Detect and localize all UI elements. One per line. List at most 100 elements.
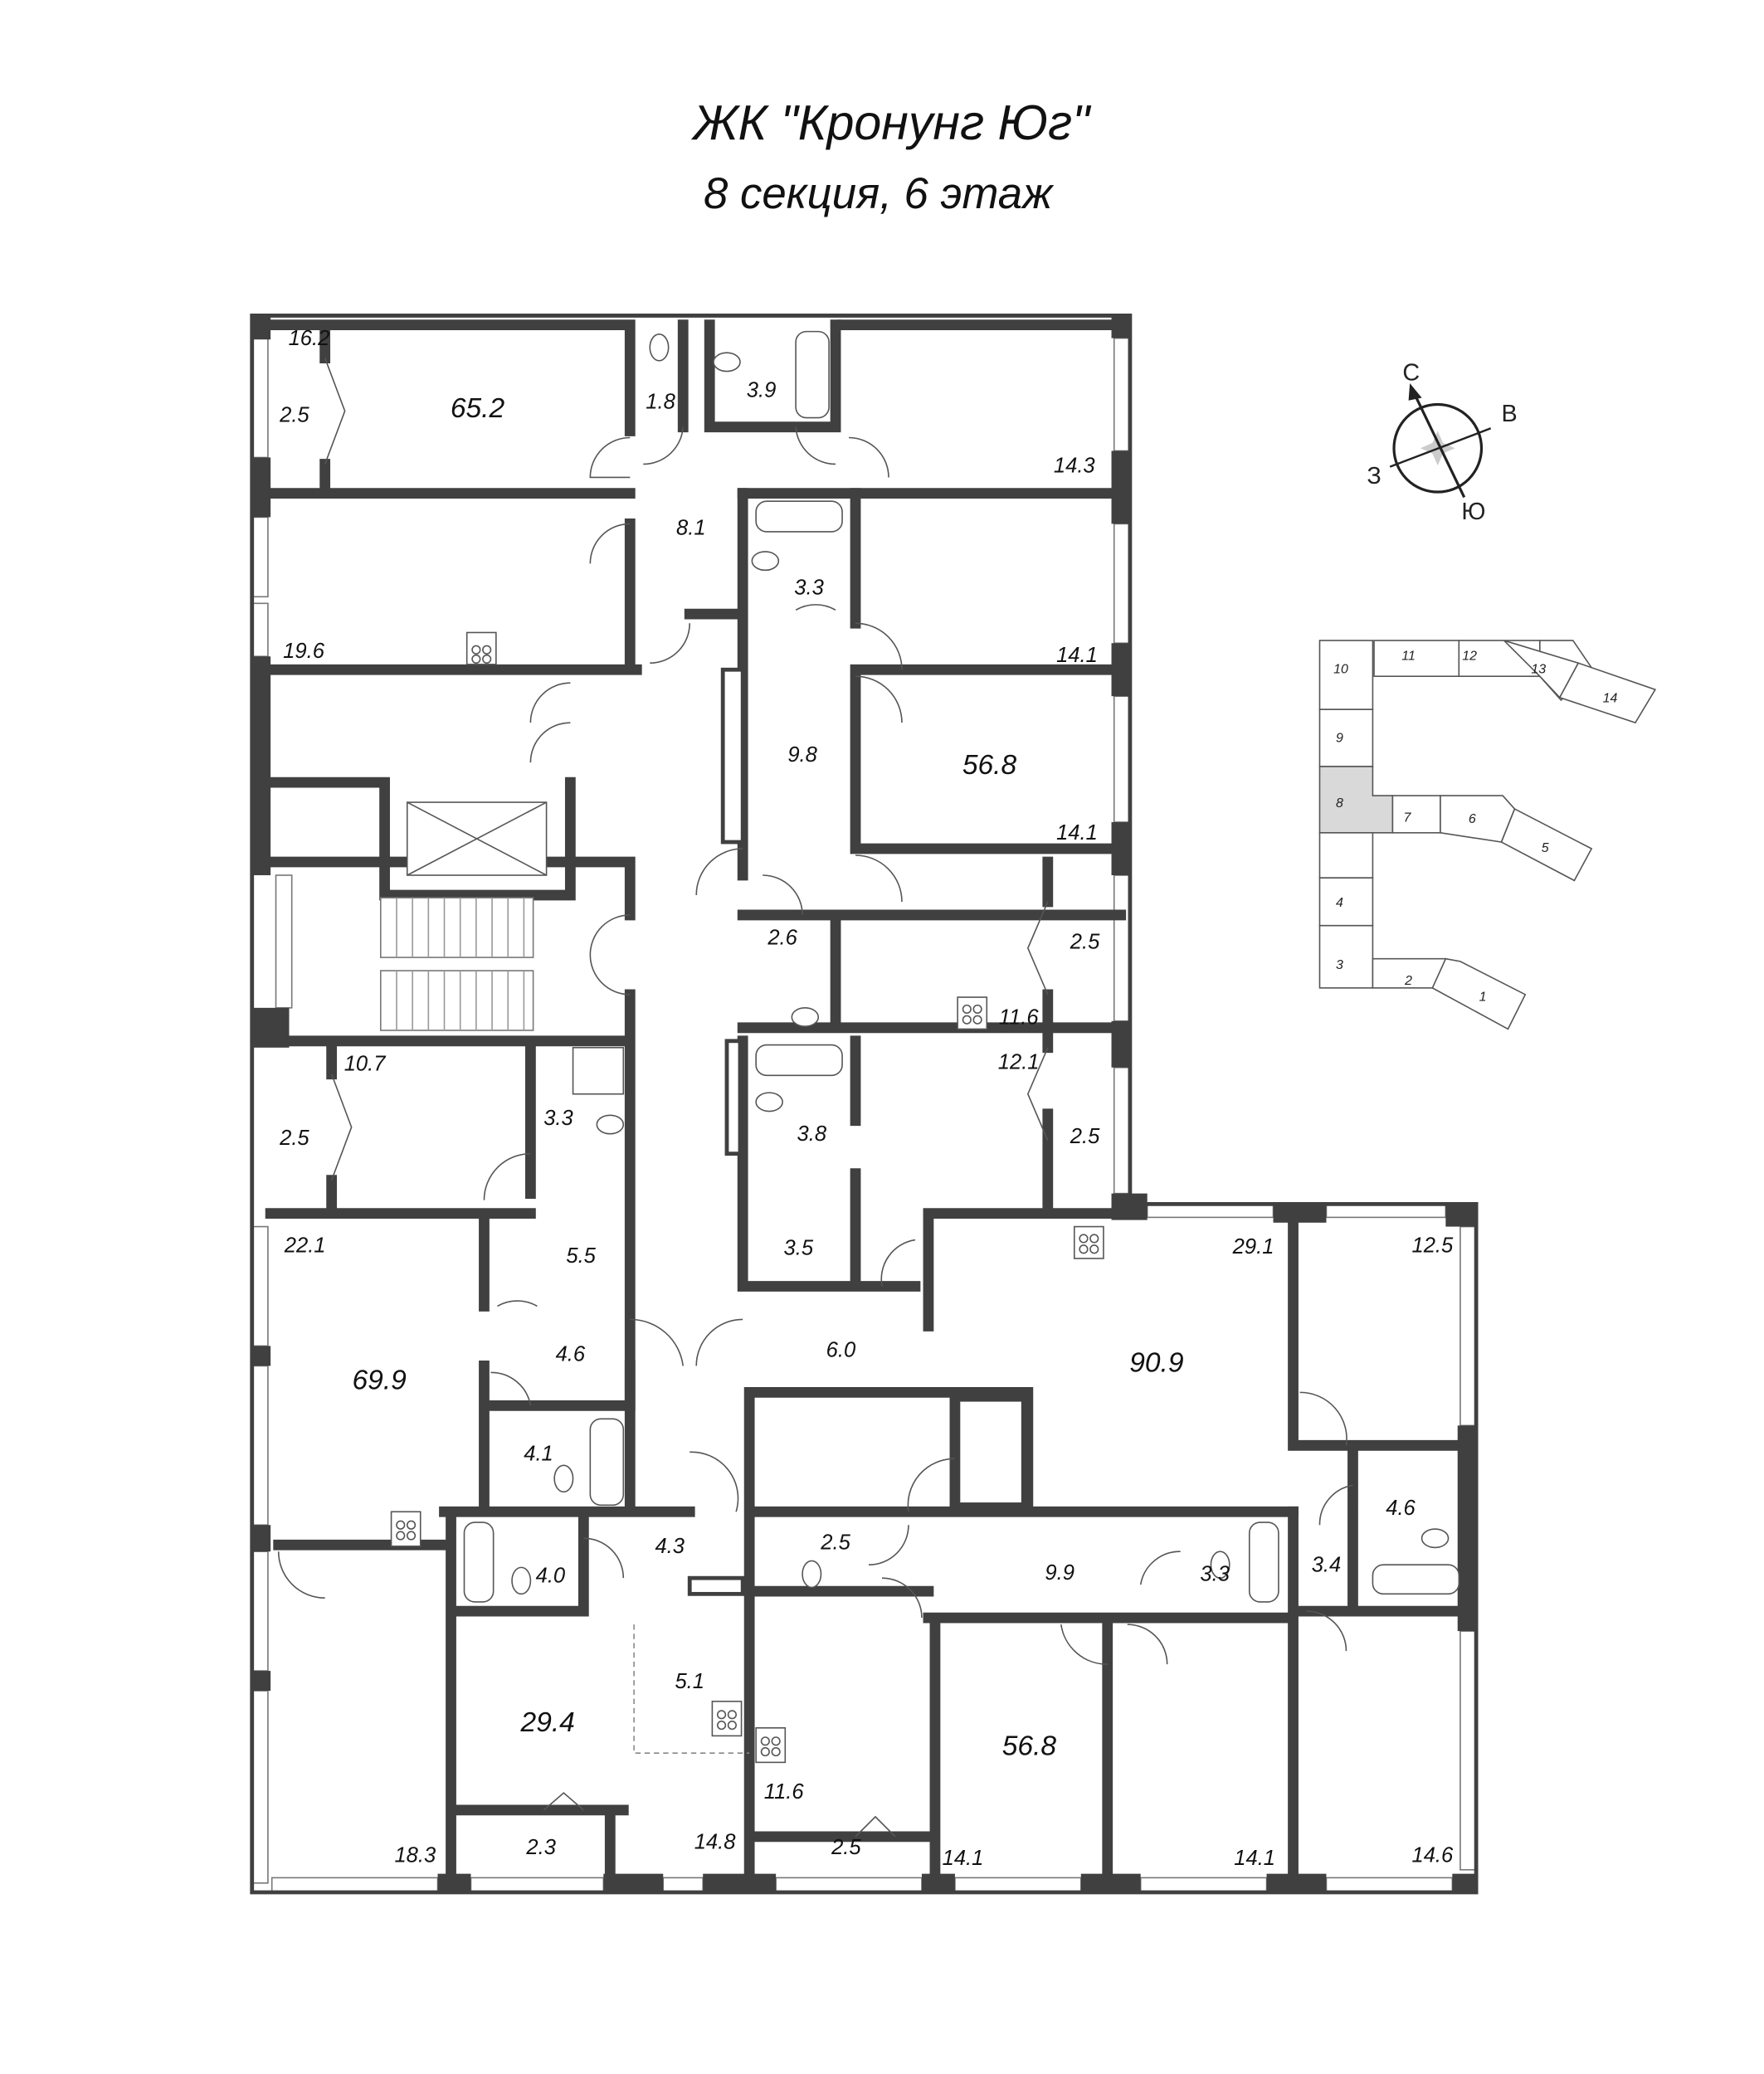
- room-area: 14.1: [1056, 821, 1098, 845]
- room-area: 4.1: [524, 1442, 553, 1465]
- section-label: 4: [1336, 896, 1343, 910]
- section-3: [1318, 924, 1374, 989]
- section-label: 6: [1469, 812, 1476, 826]
- shaft: [720, 667, 745, 845]
- section-label: 8: [1336, 796, 1343, 811]
- room-area: 2.5: [1070, 1125, 1100, 1148]
- apartment-area: 56.8: [1002, 1731, 1057, 1762]
- toilet-icon: [713, 352, 741, 372]
- room-area: 12.5: [1411, 1234, 1454, 1257]
- staircase: [379, 897, 534, 1031]
- stove-icon: [957, 996, 988, 1030]
- room-area: 29.1: [1232, 1235, 1274, 1259]
- toilet-icon: [511, 1566, 532, 1595]
- room-area: 14.1: [1234, 1847, 1275, 1870]
- toilet-icon: [1210, 1551, 1230, 1579]
- room-labels: 16.2 65.2 2.5 1.8 3.9 14.3 8.1 19.6 3.3 …: [279, 327, 1454, 1870]
- room-area: 9.8: [787, 743, 817, 767]
- section-7: [1391, 795, 1441, 834]
- shower-icon: [572, 1046, 625, 1095]
- room-area: 10.7: [344, 1052, 387, 1075]
- section-label: 2: [1404, 974, 1412, 988]
- bathtub-icon: [589, 1418, 625, 1507]
- room-area: 14.8: [694, 1831, 737, 1854]
- shaft: [687, 1575, 745, 1596]
- compass-west: З: [1367, 463, 1381, 489]
- room-area: 2.5: [279, 1127, 309, 1150]
- room-area: 5.1: [675, 1670, 704, 1693]
- room-area: 3.3: [1200, 1563, 1230, 1586]
- section-14: [1558, 662, 1657, 724]
- section-empty: [1318, 832, 1374, 879]
- section-1: [1431, 957, 1527, 1030]
- section-label: 14: [1603, 692, 1618, 706]
- room-area: 4.0: [536, 1564, 566, 1587]
- compass: С В З Ю: [1367, 359, 1517, 525]
- room-area: 3.3: [543, 1107, 573, 1130]
- room-area: 5.5: [566, 1244, 596, 1268]
- compass-north: С: [1402, 359, 1420, 386]
- room-area: 3.9: [747, 378, 777, 402]
- kitchen-zone-boundary: [633, 1624, 750, 1754]
- room-area: 14.1: [943, 1847, 984, 1870]
- toilet-icon: [649, 333, 670, 362]
- room-area: 1.8: [646, 391, 675, 414]
- page-title: ЖК "Кронунг Юг": [690, 95, 1092, 150]
- stove-icon: [1073, 1225, 1104, 1259]
- apartment-area: 29.4: [520, 1707, 575, 1738]
- walls: [250, 314, 1479, 1895]
- section-label: 10: [1333, 662, 1348, 676]
- apartment-area: 65.2: [451, 393, 505, 424]
- room-area: 4.6: [1386, 1497, 1416, 1520]
- bathtub-icon: [795, 330, 830, 419]
- room-area: 2.5: [820, 1531, 850, 1554]
- section-5: [1500, 807, 1593, 882]
- section-9: [1318, 708, 1374, 767]
- bathtub-icon: [1372, 1564, 1460, 1595]
- shaft: [954, 1396, 1027, 1508]
- bathtub-icon: [755, 1044, 843, 1077]
- fixtures: [390, 330, 1460, 1764]
- room-area: 19.6: [283, 640, 325, 663]
- section-11: [1373, 640, 1460, 678]
- section-label: 11: [1401, 649, 1416, 663]
- bathtub-icon: [1248, 1521, 1279, 1603]
- apartment-area: 69.9: [353, 1365, 407, 1395]
- north-arrow-icon: [1408, 382, 1422, 401]
- room-area: 6.0: [826, 1339, 856, 1362]
- room-area: 12.1: [998, 1051, 1040, 1074]
- room-area: 3.5: [784, 1237, 814, 1260]
- room-area: 3.4: [1312, 1554, 1342, 1577]
- section-label: 5: [1542, 841, 1549, 855]
- section-8: [1318, 766, 1394, 834]
- stove-icon: [755, 1727, 787, 1764]
- toilet-icon: [751, 551, 780, 572]
- room-area: 14.3: [1054, 454, 1095, 477]
- toilet-icon: [553, 1464, 574, 1493]
- room-area: 14.1: [1056, 644, 1098, 667]
- compass-east: В: [1501, 401, 1517, 427]
- section-label: 3: [1336, 958, 1343, 972]
- room-area: 3.3: [794, 576, 824, 599]
- room-area: 2.5: [831, 1836, 861, 1859]
- room-area: 8.1: [676, 517, 706, 540]
- room-area: 2.5: [279, 404, 309, 427]
- room-area: 18.3: [394, 1844, 436, 1867]
- apartment-area: 90.9: [1129, 1348, 1183, 1379]
- toilet-icon: [755, 1092, 783, 1112]
- stove-icon: [390, 1511, 422, 1547]
- section-12: [1458, 640, 1541, 678]
- room-area: 3.8: [797, 1122, 827, 1146]
- section-4: [1318, 877, 1374, 927]
- bathtub-icon: [463, 1521, 495, 1603]
- shaft: [724, 1039, 743, 1156]
- section-label: 13: [1531, 662, 1546, 676]
- toilet-icon: [1420, 1528, 1450, 1549]
- section-10: [1318, 640, 1374, 710]
- room-area: 4.3: [655, 1535, 685, 1558]
- doors: [277, 358, 1353, 1838]
- toilet-icon: [802, 1560, 822, 1589]
- room-area: 11.6: [999, 1005, 1040, 1029]
- compass-south: Ю: [1461, 499, 1485, 525]
